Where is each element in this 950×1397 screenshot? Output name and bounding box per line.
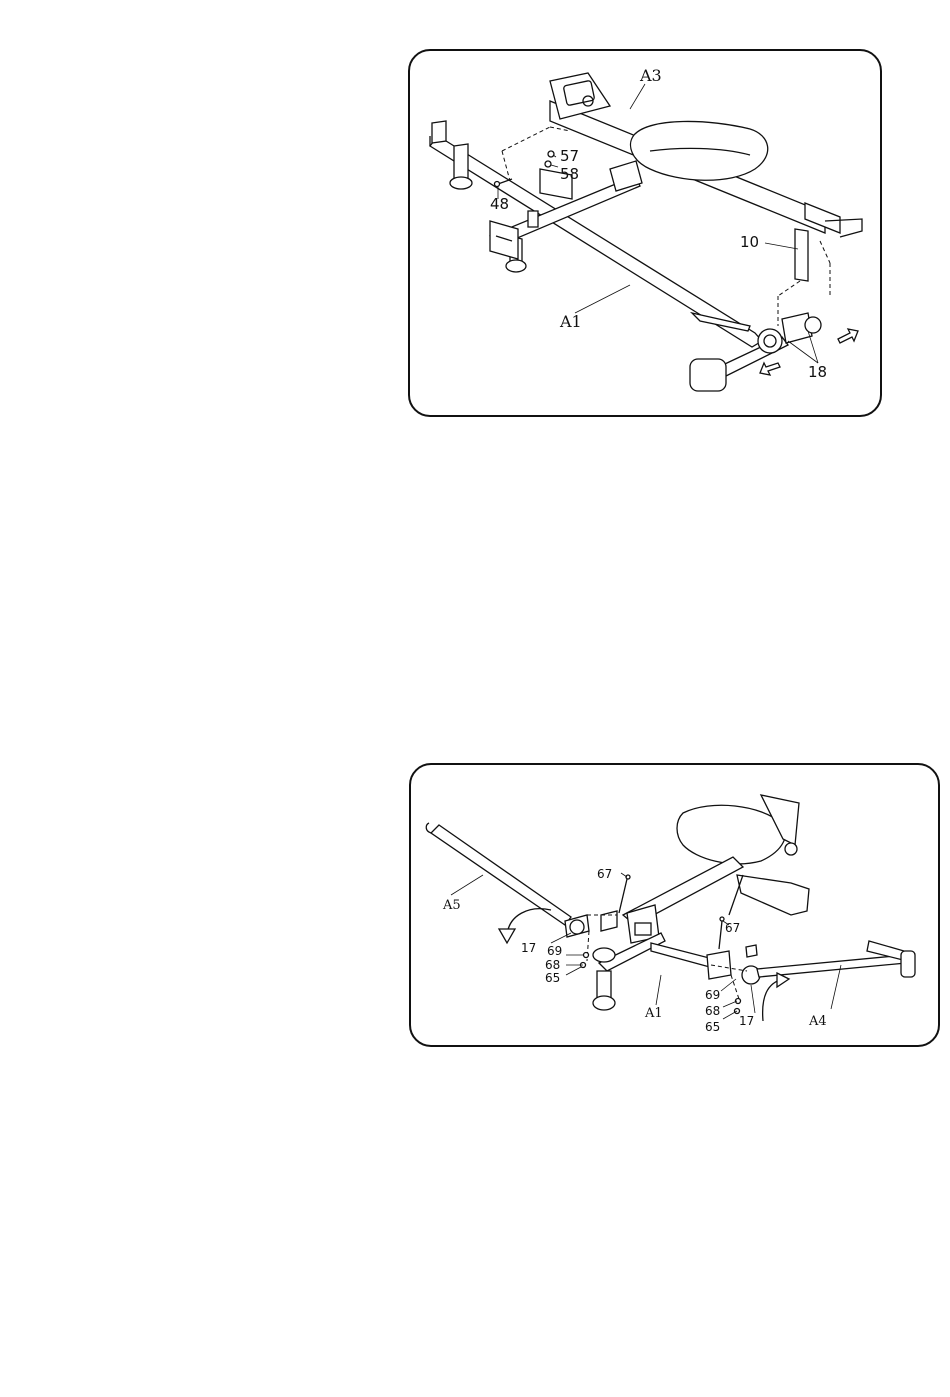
label-57: 57	[560, 147, 579, 165]
label-67-left: 67	[597, 867, 612, 881]
handle-a4	[757, 941, 915, 977]
label-10: 10	[740, 233, 759, 251]
label-a1: A1	[644, 1006, 663, 1021]
label-17-right: 17	[739, 1014, 754, 1028]
label-69-right: 69	[705, 988, 720, 1002]
right-pivot	[707, 945, 760, 984]
label-69-left: 69	[547, 944, 562, 958]
label-a3: A3	[639, 66, 662, 85]
assembly-figure-2: A5 67 67 17 69 68 65 A1 69 68 65 17 A4	[409, 763, 940, 1047]
label-68-right: 68	[705, 1004, 720, 1018]
label-48: 48	[490, 195, 509, 213]
front-foot	[690, 313, 821, 391]
rail	[623, 857, 809, 943]
label-a4: A4	[808, 1014, 827, 1029]
figure-2-drawing: A5 67 67 17 69 68 65 A1 69 68 65 17 A4	[411, 765, 938, 1045]
label-18: 18	[808, 363, 827, 381]
label-65-right: 65	[705, 1020, 720, 1034]
seat	[677, 795, 799, 864]
assembly-figure-1: A3 57 58 48 10 A1 18	[408, 49, 882, 417]
figure-1-drawing: A3 57 58 48 10 A1 18	[410, 51, 880, 415]
label-a5: A5	[442, 898, 461, 913]
seat-rail-a3	[550, 73, 862, 237]
label-17-left: 17	[521, 941, 536, 955]
label-65-left: 65	[545, 971, 560, 985]
label-67-right: 67	[725, 921, 740, 935]
bracket-10	[778, 229, 830, 326]
label-a1: A1	[559, 312, 582, 331]
label-58: 58	[560, 165, 579, 183]
label-68-left: 68	[545, 958, 560, 972]
